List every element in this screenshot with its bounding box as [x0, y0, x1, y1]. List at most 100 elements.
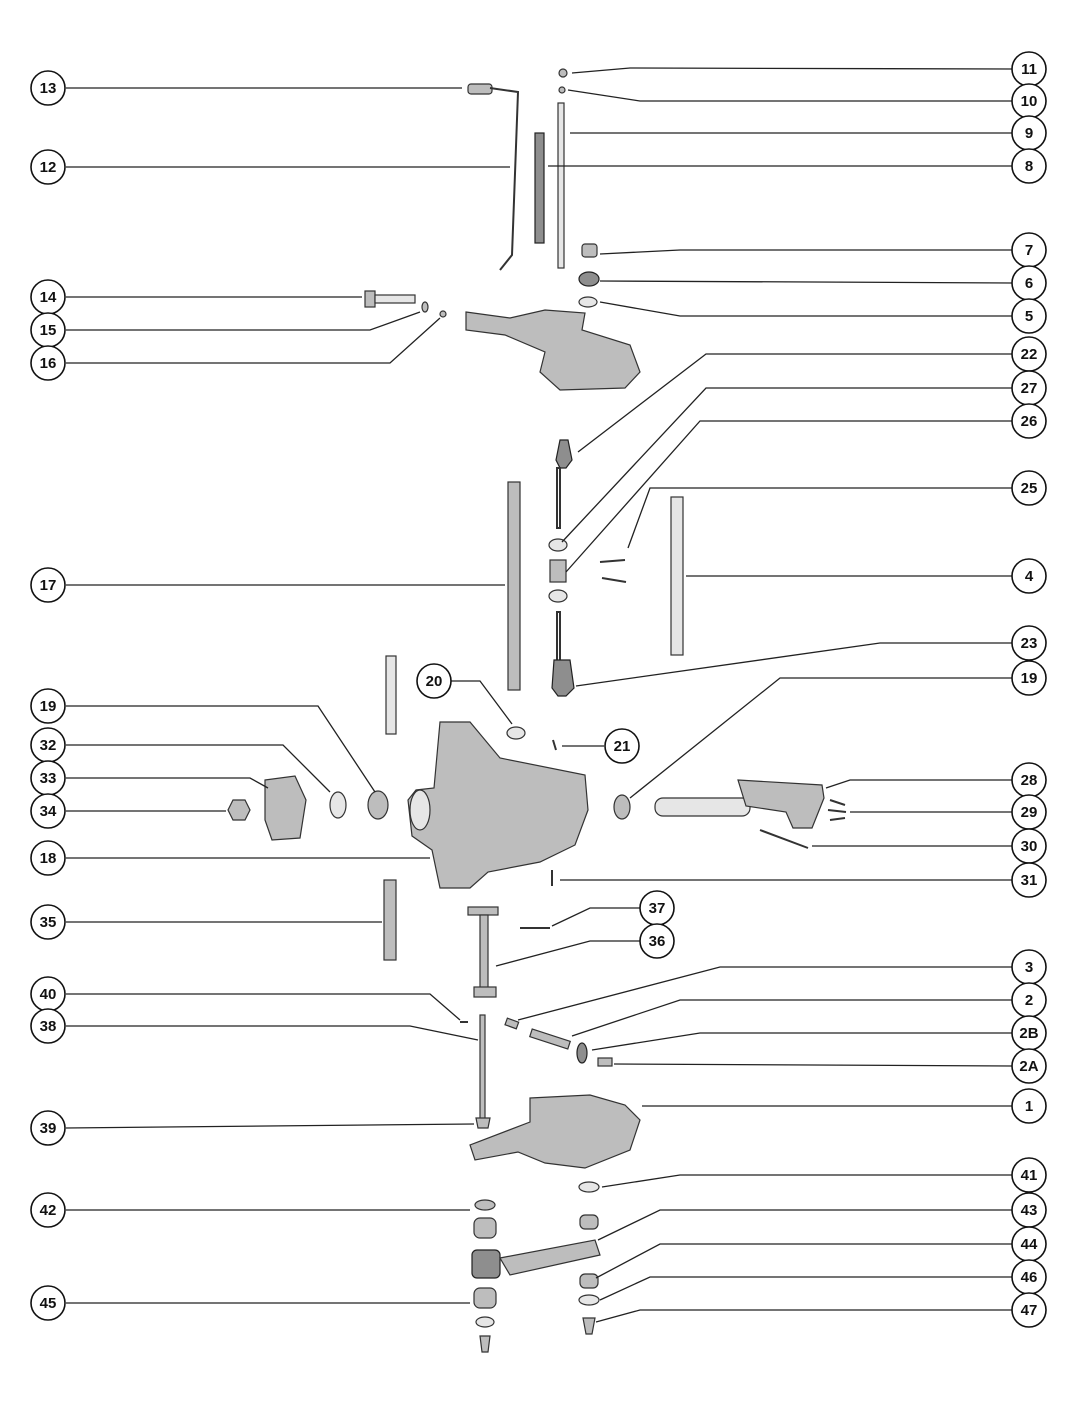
callout-circle — [30, 1285, 66, 1321]
callout-circle — [30, 567, 66, 603]
part-46-washer — [578, 1294, 600, 1306]
callout-38: 38 — [30, 1008, 66, 1044]
callout-label: 13 — [40, 80, 57, 97]
callout-32: 32 — [30, 727, 66, 763]
callout-label: 47 — [1021, 1302, 1038, 1319]
callout-label: 19 — [1021, 670, 1038, 687]
callout-label: 46 — [1021, 1269, 1038, 1286]
callout-circle — [1011, 1157, 1047, 1193]
part-pin-upper — [385, 655, 397, 735]
callout-circle — [1011, 1048, 1047, 1084]
callout-label: 40 — [40, 986, 57, 1003]
callout-34: 34 — [30, 793, 66, 829]
callout-label: 17 — [40, 577, 57, 594]
callout-label: 44 — [1021, 1236, 1038, 1253]
callout-35: 35 — [30, 904, 66, 940]
part-29-spring — [827, 799, 847, 821]
callout-circle — [1011, 298, 1047, 334]
callout-label: 11 — [1021, 61, 1037, 78]
callout-circle — [30, 345, 66, 381]
callout-label: 14 — [40, 289, 57, 306]
part-44-arm — [499, 1239, 601, 1276]
part-14-head — [364, 290, 376, 308]
callout-44: 44 — [1011, 1226, 1047, 1262]
part-18-boss — [409, 789, 431, 831]
callout-label: 28 — [1021, 772, 1038, 789]
part-25-pin-a — [599, 559, 626, 563]
callout-20: 20 — [416, 663, 452, 699]
callout-2a: 2A — [1011, 1048, 1047, 1084]
callout-circle — [30, 688, 66, 724]
callout-label: 31 — [1021, 872, 1038, 889]
callout-label: 12 — [40, 159, 57, 176]
callout-label: 37 — [649, 900, 666, 917]
part-30-pin — [759, 829, 809, 849]
callout-14: 14 — [30, 279, 66, 315]
callout-label: 35 — [40, 914, 57, 931]
part-19-bushing-right — [613, 794, 631, 820]
callout-47: 47 — [1011, 1292, 1047, 1328]
callout-label: 43 — [1021, 1202, 1038, 1219]
part-6 — [578, 271, 600, 287]
callout-circle — [1011, 558, 1047, 594]
callout-group: 1312111098765141516222726251742320191921… — [30, 51, 1047, 1328]
part-47-screw — [582, 1317, 596, 1335]
callout-label: 2B — [1019, 1025, 1038, 1042]
callout-40: 40 — [30, 976, 66, 1012]
callout-circle — [1011, 148, 1047, 184]
callout-label: 36 — [649, 933, 666, 950]
callout-43: 43 — [1011, 1192, 1047, 1228]
part-12-rod — [489, 87, 520, 271]
part-22 — [555, 439, 573, 469]
callout-label: 10 — [1021, 93, 1038, 110]
callout-label: 15 — [40, 322, 57, 339]
part-38-rod — [479, 1014, 486, 1121]
part-28-shaft — [654, 797, 751, 817]
callout-8: 8 — [1011, 148, 1047, 184]
callout-36: 36 — [639, 923, 675, 959]
callout-17: 17 — [30, 567, 66, 603]
callout-39: 39 — [30, 1110, 66, 1146]
part-44-arm-eye — [471, 1249, 501, 1279]
part-41-washer — [578, 1181, 600, 1193]
part-3 — [504, 1017, 520, 1030]
part-44-nut — [579, 1273, 599, 1289]
part-25-pin-b — [601, 577, 627, 583]
callout-2: 2 — [1011, 982, 1047, 1018]
callout-21: 21 — [604, 728, 640, 764]
part-39 — [475, 1117, 491, 1129]
callout-circle — [30, 149, 66, 185]
part-45-washer — [475, 1316, 495, 1328]
callout-circle — [30, 840, 66, 876]
part-1-lower-bracket — [469, 1094, 641, 1169]
callout-25: 25 — [1011, 470, 1047, 506]
callout-label: 2A — [1019, 1058, 1038, 1075]
callout-label: 19 — [40, 698, 57, 715]
callout-circle — [1011, 862, 1047, 898]
part-drawings — [227, 68, 847, 1353]
part-42-washer — [474, 1199, 496, 1211]
callout-label: 7 — [1025, 242, 1033, 259]
part-21 — [552, 739, 557, 751]
callout-circle — [1011, 625, 1047, 661]
part-15 — [421, 301, 429, 313]
callout-29: 29 — [1011, 794, 1047, 830]
callout-label: 2 — [1025, 992, 1033, 1009]
part-45-bushing — [473, 1287, 497, 1309]
part-36-shank — [479, 914, 489, 991]
callout-circle — [639, 923, 675, 959]
callout-31: 31 — [1011, 862, 1047, 898]
callout-13: 13 — [30, 70, 66, 106]
part-2-pin — [528, 1028, 572, 1050]
callout-circle — [30, 1110, 66, 1146]
part-13-spring — [467, 83, 493, 95]
callout-45: 45 — [30, 1285, 66, 1321]
part-23 — [551, 659, 575, 697]
callout-5: 5 — [1011, 298, 1047, 334]
callout-37: 37 — [639, 890, 675, 926]
callout-label: 22 — [1021, 346, 1038, 363]
callout-label: 9 — [1025, 125, 1033, 142]
callout-label: 4 — [1025, 568, 1034, 585]
callout-1: 1 — [1011, 1088, 1047, 1124]
